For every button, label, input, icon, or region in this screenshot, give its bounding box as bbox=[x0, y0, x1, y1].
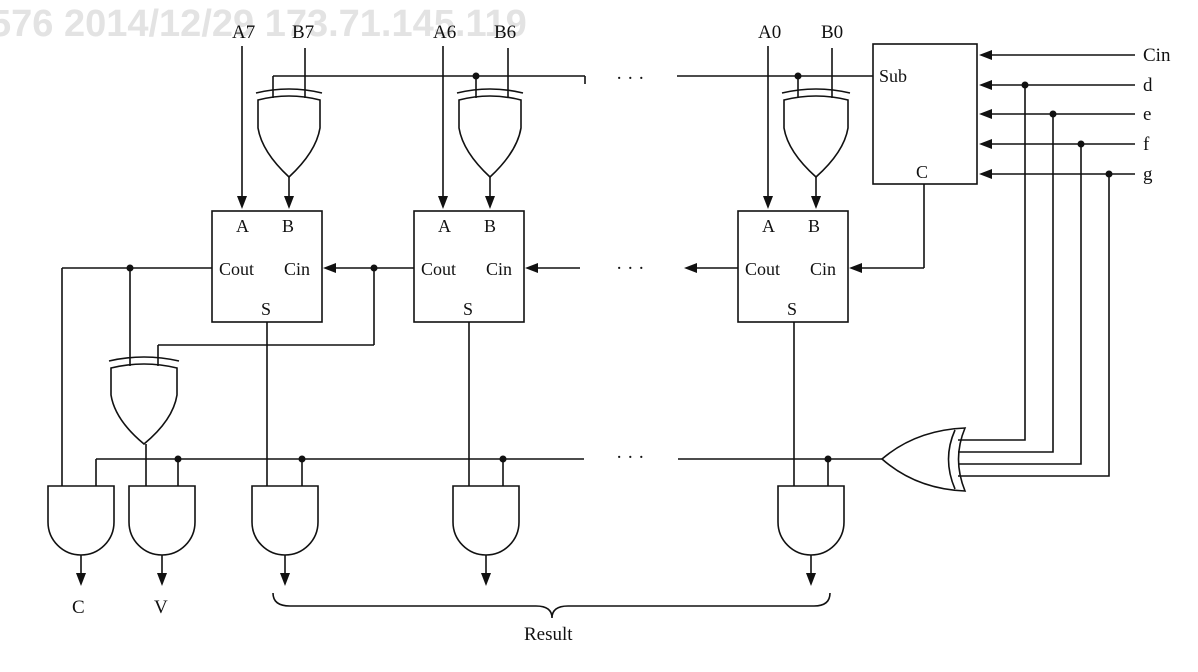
ellipsis-top: · · · bbox=[616, 68, 644, 89]
svg-text:B: B bbox=[282, 216, 294, 236]
xor-gate-b7 bbox=[255, 48, 323, 179]
ellipsis-mid: · · · bbox=[616, 258, 644, 279]
label-a7: A7 bbox=[232, 22, 255, 43]
result-brace bbox=[272, 592, 831, 619]
label-g: g bbox=[1143, 164, 1153, 185]
label-result: Result bbox=[524, 624, 573, 645]
svg-text:Cin: Cin bbox=[284, 259, 310, 279]
sub-control-block: Sub C bbox=[872, 43, 978, 185]
and-gate-bit7 bbox=[251, 485, 319, 586]
svg-text:A: A bbox=[236, 216, 249, 236]
sub-label: Sub bbox=[879, 66, 907, 86]
svg-text:S: S bbox=[261, 299, 271, 319]
svg-text:Cin: Cin bbox=[810, 259, 836, 279]
control-inputs bbox=[979, 50, 1135, 179]
svg-text:B: B bbox=[484, 216, 496, 236]
label-cin-in: Cin bbox=[1143, 45, 1171, 66]
svg-text:S: S bbox=[463, 299, 473, 319]
adder-bit0: A B Cout Cin S bbox=[737, 210, 849, 323]
and-gate-v bbox=[128, 485, 196, 586]
carry-chain bbox=[61, 184, 925, 486]
label-e: e bbox=[1143, 104, 1151, 125]
adder-bit6: A B Cout Cin S bbox=[413, 210, 525, 323]
overflow-xor-gate bbox=[108, 268, 375, 486]
and-gate-bit0 bbox=[777, 485, 845, 586]
svg-text:B: B bbox=[808, 216, 820, 236]
or-gate bbox=[880, 85, 1110, 492]
ellipsis-bottom: · · · bbox=[616, 447, 644, 468]
svg-text:Cin: Cin bbox=[486, 259, 512, 279]
sub-line bbox=[273, 72, 873, 84]
label-c-out: C bbox=[72, 597, 85, 618]
and-gate-c bbox=[47, 485, 115, 586]
adder-bit7: A B Cout Cin S bbox=[211, 210, 323, 323]
svg-text:A: A bbox=[438, 216, 451, 236]
label-d: d bbox=[1143, 75, 1153, 96]
label-v-out: V bbox=[154, 597, 168, 618]
svg-text:Cout: Cout bbox=[745, 259, 780, 279]
watermark: 576 2014/12/29 173.71.145.119 bbox=[0, 3, 527, 45]
sub-c-label: C bbox=[916, 162, 928, 182]
svg-text:S: S bbox=[787, 299, 797, 319]
label-b0: B0 bbox=[821, 22, 843, 43]
and-gate-bit6 bbox=[452, 485, 520, 586]
xor-gate-b6 bbox=[456, 48, 524, 179]
svg-text:A: A bbox=[762, 216, 775, 236]
label-f: f bbox=[1143, 134, 1150, 155]
svg-text:Cout: Cout bbox=[219, 259, 254, 279]
enable-line bbox=[95, 455, 882, 486]
label-a0: A0 bbox=[758, 22, 781, 43]
xor-gate-b0 bbox=[781, 48, 851, 179]
svg-text:Cout: Cout bbox=[421, 259, 456, 279]
label-b6: B6 bbox=[494, 22, 516, 43]
label-a6: A6 bbox=[433, 22, 456, 43]
label-b7: B7 bbox=[292, 22, 314, 43]
